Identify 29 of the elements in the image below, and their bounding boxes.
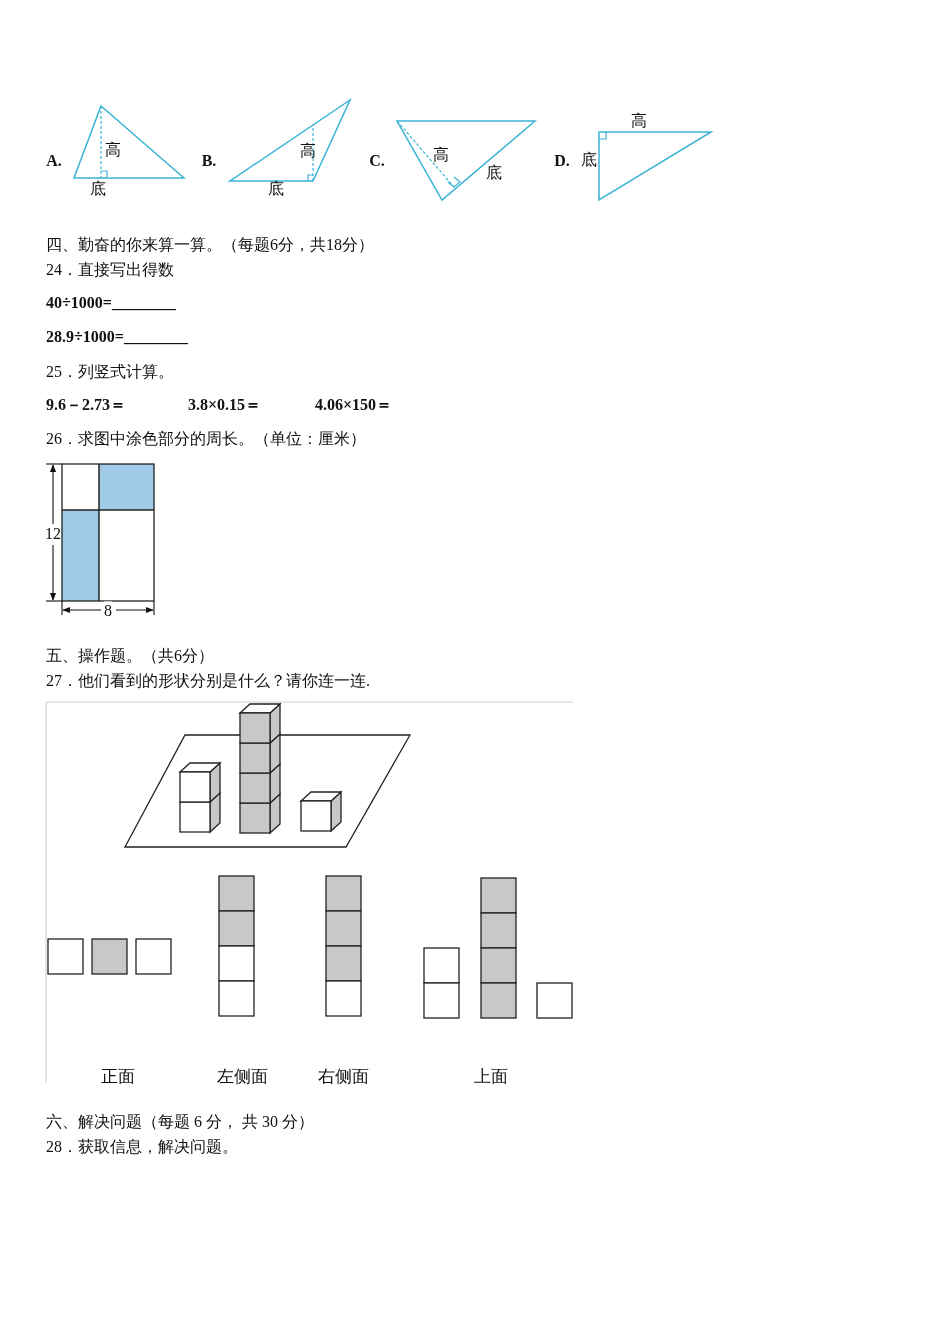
base-label: 底 bbox=[486, 163, 502, 183]
view-label: 左侧面 bbox=[216, 1065, 268, 1087]
question-text: 27．他们看到的形状分别是什么？请你连一连. bbox=[46, 671, 370, 691]
section-heading: 五、操作题。（共6分） bbox=[46, 646, 214, 666]
math-expression: 4.06×150＝ bbox=[315, 395, 393, 415]
math-expression: 40÷1000=________ bbox=[46, 293, 176, 313]
section-heading: 六、解决问题（每题 6 分， 共 30 分） bbox=[46, 1112, 314, 1132]
section-heading: 四、勤奋的你来算一算。（每题6分，共18分） bbox=[46, 235, 374, 255]
height-label: 高 bbox=[433, 145, 449, 165]
view-label: 右侧面 bbox=[317, 1065, 369, 1087]
option-letter: D. bbox=[554, 151, 570, 171]
question-text: 25．列竖式计算。 bbox=[46, 362, 174, 382]
option-letter: A. bbox=[46, 151, 62, 171]
base-label: 底 bbox=[268, 179, 284, 199]
question-text: 26．求图中涂色部分的周长。（单位：厘米） bbox=[46, 429, 366, 449]
view-label: 正面 bbox=[101, 1065, 135, 1087]
height-label: 高 bbox=[631, 111, 647, 131]
math-expression: 3.8×0.15＝ bbox=[188, 395, 262, 415]
view-label: 上面 bbox=[474, 1065, 508, 1087]
math-expression: 28.9÷1000=________ bbox=[46, 327, 188, 347]
height-label: 高 bbox=[105, 140, 121, 160]
base-label: 底 bbox=[90, 179, 106, 199]
base-label: 底 bbox=[581, 150, 597, 170]
height-label: 高 bbox=[300, 141, 316, 161]
question-text: 24．直接写出得数 bbox=[46, 260, 174, 280]
option-letter: B. bbox=[201, 151, 217, 171]
question-text: 28．获取信息，解决问题。 bbox=[46, 1137, 238, 1157]
math-expression: 9.6－2.73＝ bbox=[46, 395, 126, 415]
option-letter: C. bbox=[369, 151, 385, 171]
